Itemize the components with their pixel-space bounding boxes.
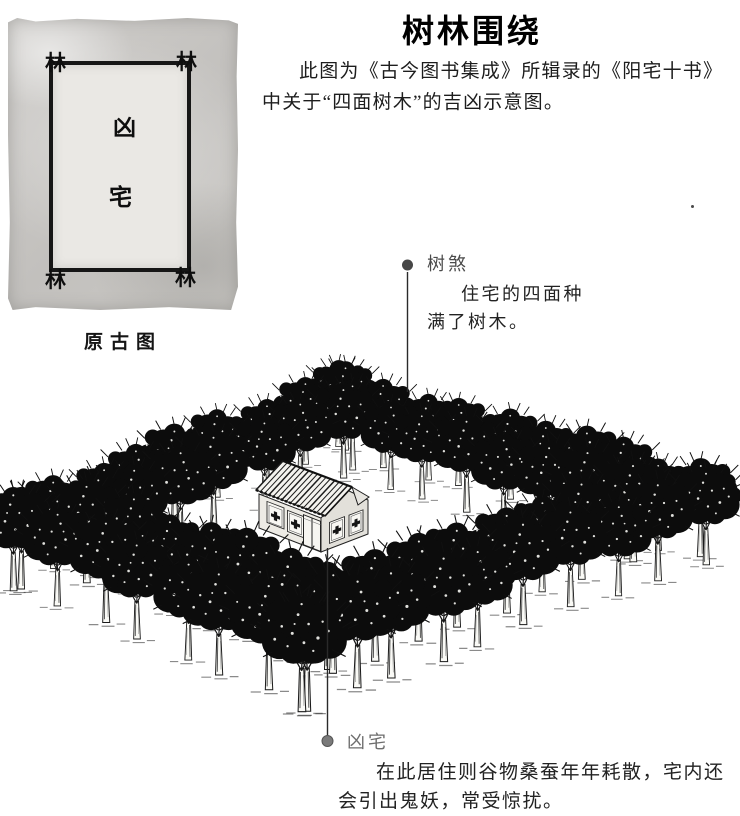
house-door (303, 514, 321, 552)
diagram-caption: 原古图 (83, 332, 162, 353)
forest-label-top-right: 林 (176, 50, 197, 74)
window (348, 509, 364, 537)
forest-label-bottom-right: 林 (175, 266, 196, 290)
callout-text-xiongzhai: 在此居住则谷物桑蚕年年耗散，宅内还 会引出鬼妖，常受惊扰。 (338, 758, 738, 816)
callout-text-shusha: 住宅的四面种 满了树木。 (427, 280, 627, 336)
intro-line: 此图为《古今图书集成》所辑录的《阳宅十书》 (299, 61, 724, 82)
forest-label-bottom-left: 林 (45, 268, 66, 292)
forest-label-top-left: 林 (45, 51, 66, 75)
window (329, 515, 345, 545)
callout-line-text: 住宅的四面种 (461, 284, 584, 304)
ancient-diagram: 林 林 林 林 凶 宅 原古图 (8, 16, 238, 361)
callout-bullet-shusha (402, 259, 413, 271)
window (266, 500, 285, 530)
inauspicious-char: 凶 (113, 115, 136, 140)
callout-line-text: 在此居住则谷物桑蚕年年耗散，宅内还 (376, 762, 725, 783)
callout-label-xiongzhai: 凶宅 (347, 732, 389, 752)
house (254, 459, 370, 561)
house-plot-outline (49, 61, 191, 272)
callout-label-shusha: 树煞 (427, 254, 469, 274)
callout-bullet-xiongzhai (321, 735, 334, 747)
house-char: 宅 (109, 185, 132, 210)
intro-line: 中关于“四面树木”的吉凶示意图。 (262, 92, 565, 113)
roof-far-slope (351, 485, 370, 506)
intro-paragraph: 此图为《古今图书集成》所辑录的《阳宅十书》 中关于“四面树木”的吉凶示意图。 (262, 56, 738, 118)
ancient-diagram-paper: 林 林 林 林 凶 宅 (8, 18, 238, 310)
tree-ring-scene (0, 353, 740, 717)
callout-line-text: 会引出鬼妖，常受惊扰。 (338, 791, 564, 812)
callout-line-text: 满了树木。 (427, 312, 530, 332)
roof-stripes (255, 460, 353, 517)
window (287, 509, 304, 539)
page-title: 树林围绕 (402, 13, 543, 49)
scan-speck (691, 205, 694, 208)
